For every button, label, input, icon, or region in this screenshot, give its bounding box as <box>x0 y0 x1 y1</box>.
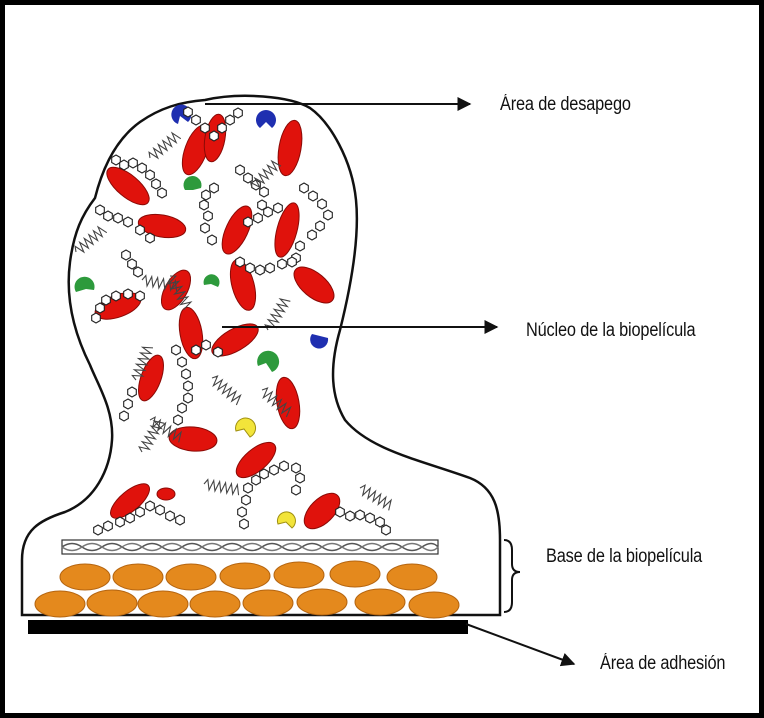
detachment-area-label: Área de desapego <box>500 94 631 116</box>
biofilm-base-label: Base de la biopelícula <box>546 546 702 568</box>
bracket-icon <box>504 540 520 612</box>
biofilm-core-label: Núcleo de la biopelícula <box>526 320 695 342</box>
substrate-bar <box>28 620 468 634</box>
adhesion-area-label: Área de adhesión <box>600 653 725 675</box>
arrow-icon <box>466 624 574 664</box>
base-fiber-band <box>62 540 438 554</box>
